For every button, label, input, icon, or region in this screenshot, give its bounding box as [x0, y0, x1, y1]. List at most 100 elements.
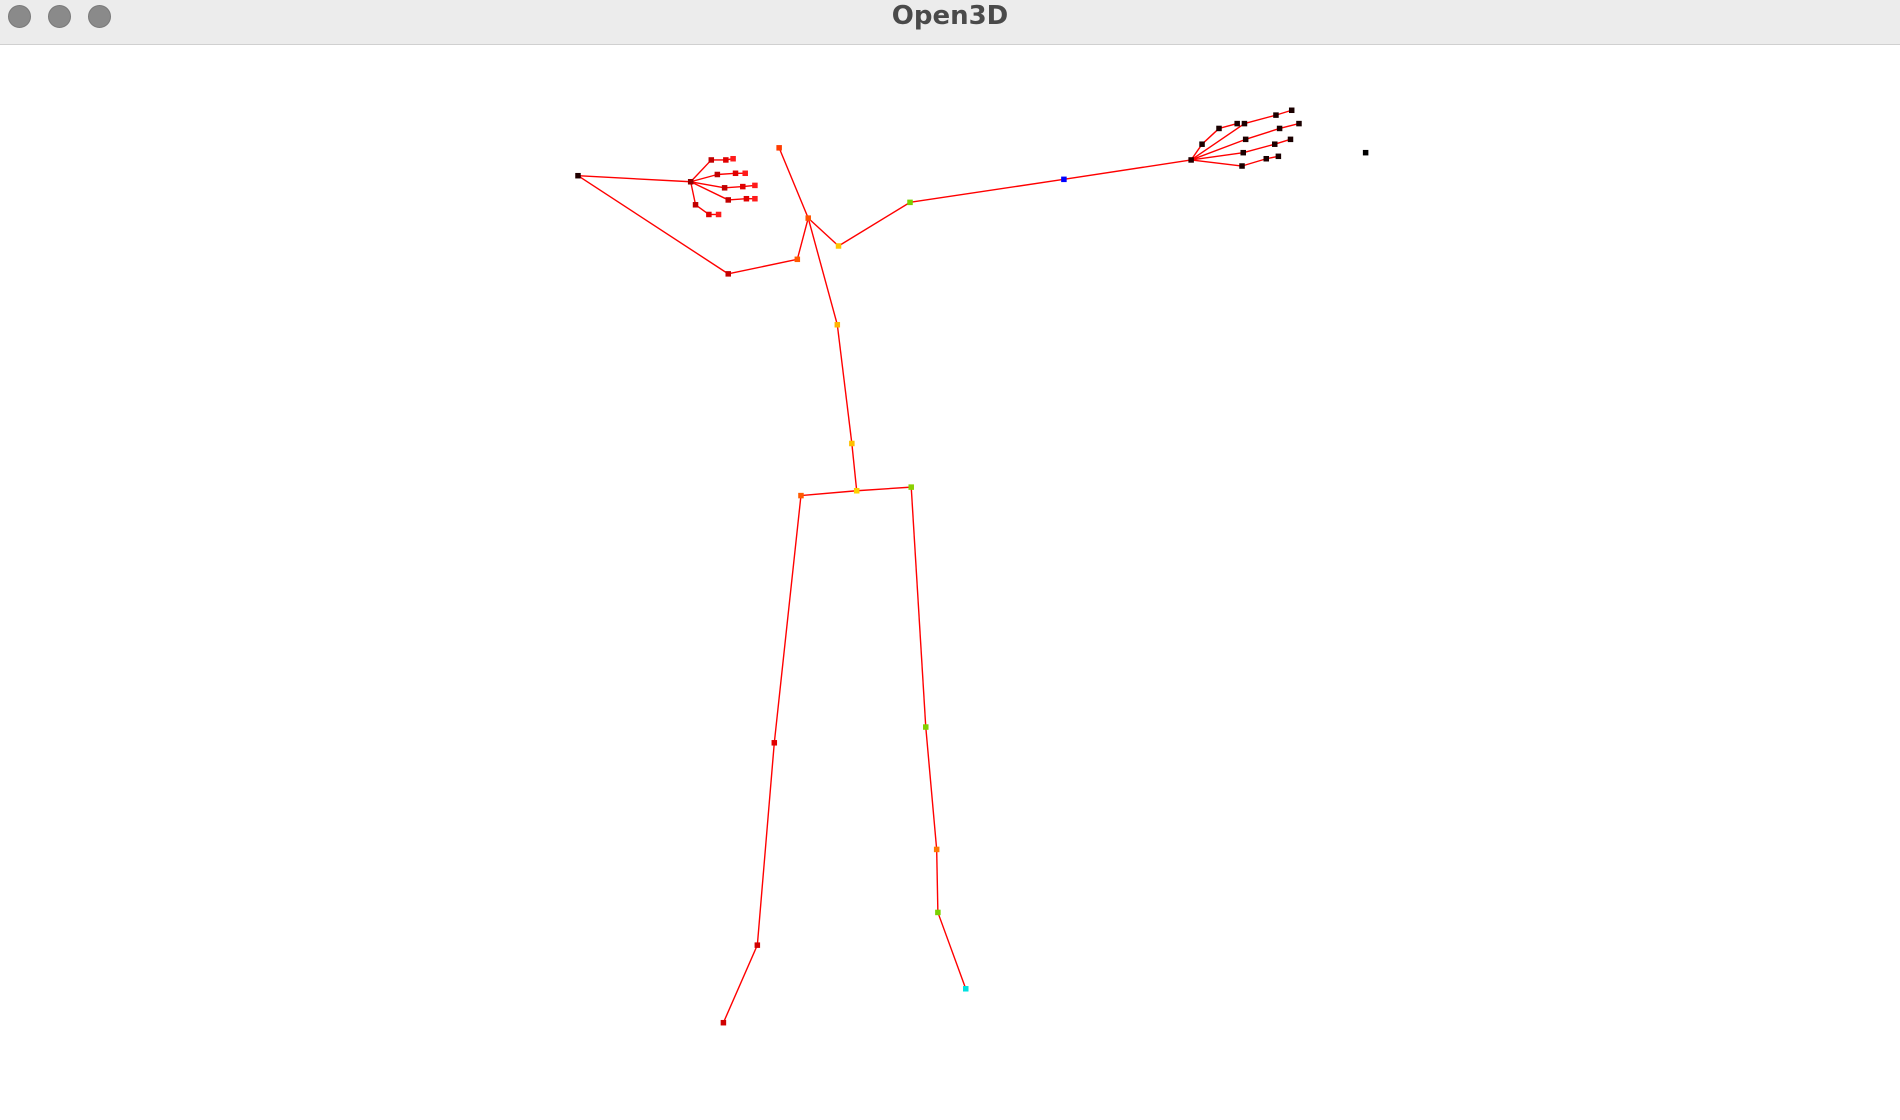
right-hand-joint [743, 195, 750, 202]
window-title: Open3D [891, 1, 1009, 31]
left-hand-joint [1263, 155, 1270, 162]
right-hand-joint [721, 185, 728, 191]
left-finger-bone [1244, 114, 1277, 125]
bone-rhip-rknee [773, 495, 802, 743]
right-hand-joint [752, 195, 758, 202]
left-finger-bone [1190, 138, 1246, 161]
left-finger-bone [1191, 151, 1244, 161]
left-hand-joint [1242, 136, 1249, 143]
joint-lshin [933, 846, 940, 853]
bone-lhip-lknee [910, 487, 927, 728]
left-hand-joint [1275, 153, 1282, 160]
right-finger-bone [690, 181, 697, 205]
joint-rhip [798, 492, 804, 499]
joint-rank [754, 942, 761, 948]
joint-lknee [923, 724, 929, 730]
left-hand-joint [1288, 107, 1295, 114]
zoom-button[interactable] [88, 5, 111, 28]
window-titlebar[interactable]: Open3D [0, 0, 1900, 45]
left-finger-bone [1218, 122, 1238, 130]
right-hand-joint [692, 202, 699, 208]
joint-lelb [907, 199, 913, 206]
joint-spine2 [849, 440, 855, 447]
right-hand-joint [715, 211, 722, 218]
joint-lsh [835, 243, 842, 249]
bone-lsh-lelb [838, 201, 911, 247]
bone-rknee-rank [756, 742, 775, 946]
open3d-viewport[interactable] [0, 46, 1900, 1120]
bone-head-neck [778, 147, 809, 219]
bone-neck-spine1 [807, 217, 838, 325]
joint-rsh [794, 256, 801, 263]
joint-stray [1362, 149, 1369, 156]
joint-head [776, 145, 782, 151]
bone-lknee-lshin [925, 726, 938, 850]
left-hand-joint [1296, 120, 1302, 127]
joint-relb [725, 271, 732, 277]
bone-rwr-rh [577, 175, 691, 183]
joint-lmid [1061, 176, 1067, 183]
right-hand-joint [706, 211, 712, 218]
left-finger-bone [1201, 127, 1220, 145]
bone-spine2-pelvis [851, 443, 858, 491]
bone-lelb-lmid [909, 178, 1065, 204]
right-finger-bone [690, 173, 718, 183]
left-hand-joint [1287, 136, 1294, 143]
right-finger-bone [690, 159, 712, 183]
bone-neck-lsh [807, 217, 839, 247]
right-finger-bone [717, 172, 736, 176]
bone-pelvis-lhip [856, 486, 912, 492]
left-hand-joint [1216, 125, 1222, 132]
left-hand-joint [1240, 149, 1246, 156]
left-hand-joint [1271, 141, 1278, 147]
right-finger-bone [690, 181, 729, 201]
joint-pelvis [853, 488, 860, 494]
right-hand-joint [714, 171, 721, 178]
right-hand-joint [730, 155, 736, 162]
right-hand-joint [723, 157, 729, 163]
right-hand-joint [752, 182, 758, 189]
left-finger-bone [1241, 158, 1267, 167]
bone-spine1-spine2 [836, 324, 853, 444]
joint-lank [935, 909, 941, 916]
left-hand-joint [1199, 141, 1205, 147]
joint-lwr [1188, 157, 1194, 163]
left-hand-joint [1276, 125, 1283, 132]
joint-spine1 [834, 321, 841, 328]
joint-lhip [908, 484, 914, 490]
left-finger-bone [1279, 122, 1300, 130]
bone-rank-rfoot [722, 944, 758, 1023]
bone-neck-rsh [796, 217, 809, 260]
bone-rsh-relb [728, 258, 798, 275]
joint-rwr [575, 172, 581, 179]
left-hand-joint [1234, 120, 1240, 127]
left-finger-bone [1191, 159, 1243, 167]
bone-lmid-lwr [1063, 159, 1192, 181]
bone-lshin-lank [935, 849, 939, 913]
joint-neck [805, 215, 811, 221]
joint-lfoot [963, 986, 969, 992]
bone-pelvis-rhip [800, 490, 857, 497]
left-hand-joint [1241, 120, 1248, 127]
right-finger-bone [724, 185, 743, 189]
left-hand-joint [1239, 163, 1245, 169]
left-finger-bone [1190, 123, 1245, 161]
right-hand-joint [708, 157, 715, 163]
bone-lank-lfoot [937, 912, 967, 990]
left-finger-bone [1245, 127, 1280, 141]
joint-rknee [771, 740, 778, 746]
right-finger-bone [728, 198, 747, 201]
left-hand-joint [1273, 112, 1279, 118]
right-hand-joint [742, 170, 748, 177]
right-hand-joint [732, 170, 739, 177]
minimize-button[interactable] [48, 5, 71, 28]
skeleton-canvas[interactable] [0, 46, 1900, 1120]
bone-relb-rwr [577, 175, 729, 275]
joint-rh [687, 179, 694, 185]
right-finger-bone [690, 181, 725, 189]
right-hand-joint [740, 183, 746, 190]
close-button[interactable] [8, 5, 31, 28]
right-hand-joint [725, 197, 732, 203]
left-finger-bone [1243, 143, 1275, 154]
joint-rfoot [720, 1019, 727, 1026]
